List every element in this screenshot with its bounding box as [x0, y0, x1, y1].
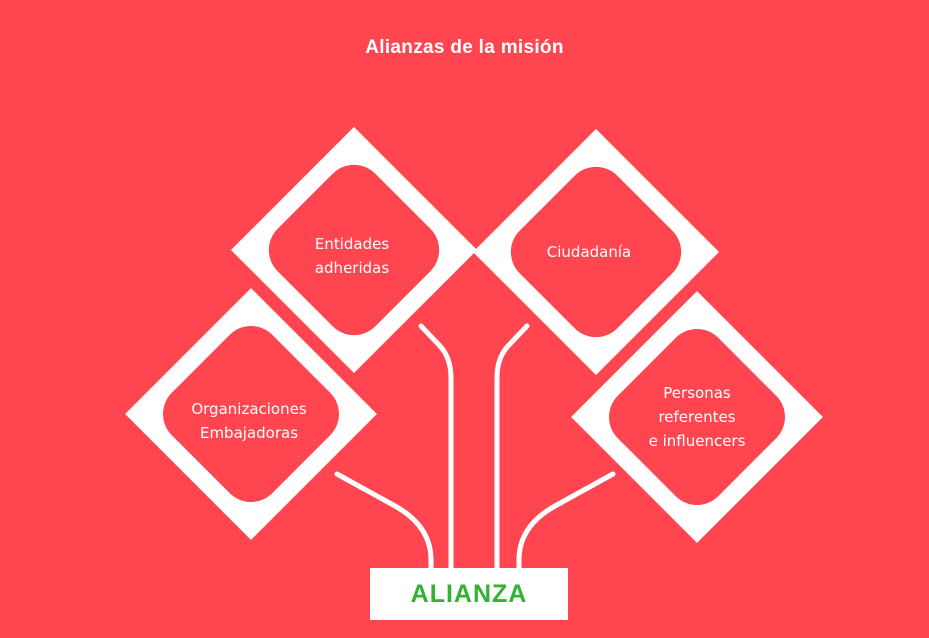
connector-lines [334, 323, 616, 571]
node-label-line: adheridas [314, 259, 390, 277]
node-label-line: Entidades [314, 235, 390, 253]
connector-ciudadania [494, 323, 530, 571]
node-label-line: Embajadoras [199, 424, 299, 442]
connector-organizaciones [334, 471, 434, 571]
node-organizaciones [125, 288, 377, 540]
node-label-entidades: Entidades adheridas [315, 232, 389, 280]
node-label-ciudadania: Ciudadanía [547, 240, 631, 264]
connector-entidades [418, 323, 454, 571]
node-label-line: Personas [663, 384, 731, 402]
node-label-line: Organizaciones [191, 400, 307, 418]
node-entidades [230, 126, 478, 374]
node-label-organizaciones: Organizaciones Embajadoras [191, 397, 306, 445]
node-personas [571, 291, 823, 543]
node-label-line: e influencers [648, 432, 746, 450]
node-label-personas: Personas referentes e influencers [649, 381, 746, 453]
center-alianza-label: ALIANZA [410, 579, 528, 608]
node-label-line: Ciudadanía [546, 243, 632, 261]
connector-personas [516, 471, 616, 571]
diagram-title: Alianzas de la misión [365, 37, 564, 58]
center-alianza-box: ALIANZA [370, 568, 568, 620]
node-label-line: referentes [658, 408, 736, 426]
